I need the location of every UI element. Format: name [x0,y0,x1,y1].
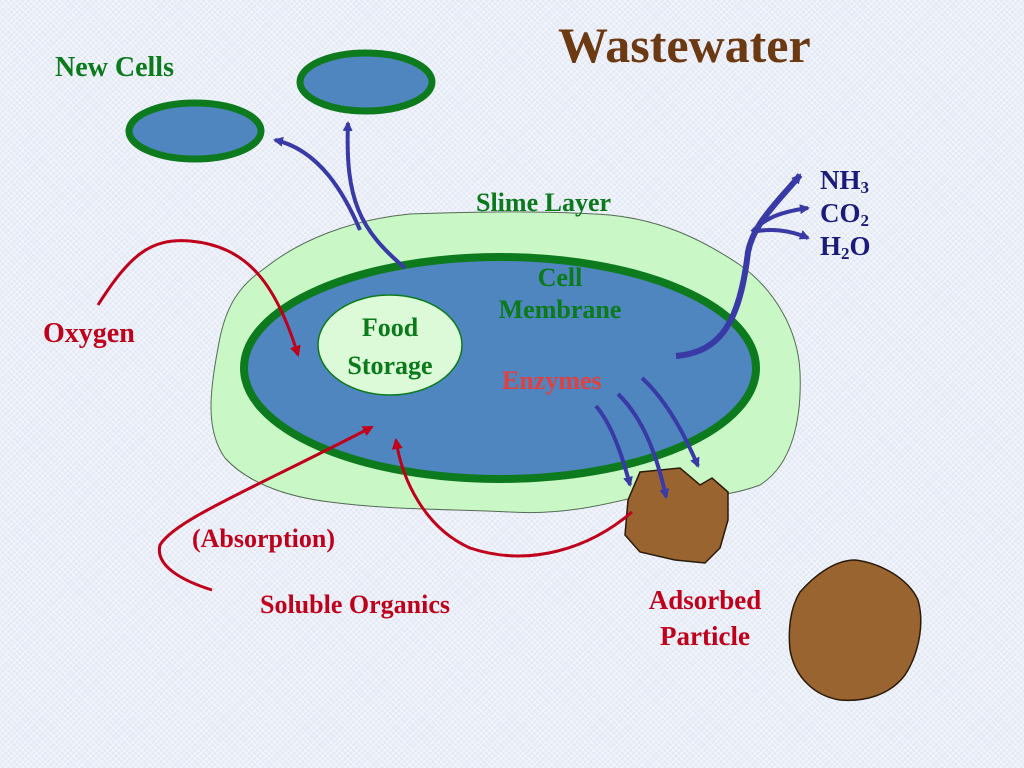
product-arrow-co2 [750,204,810,234]
particle-to-cell-arrow [391,438,633,558]
product-h2o: H2O [820,231,871,263]
products-list: NH3 CO2 H2O [820,164,871,263]
new-cells-arrow-1 [342,121,407,270]
cell-label-line: Cell [537,263,583,292]
page-title: Wastewater [558,17,811,73]
product-arrow-trunk [675,173,803,359]
free-particle-blob [788,559,922,702]
new-cell-left [125,99,265,163]
adsorbed-particle-label: Adsorbed Particle [620,582,790,654]
new-cells-label: New Cells [55,52,174,83]
cell-membrane-label: Cell Membrane [470,262,650,326]
adsorbed-particle-blob [624,467,729,564]
particle-label-line: Particle [660,621,750,651]
new-cells-arrow-2 [273,136,362,231]
food-label-line: Food [361,313,419,342]
product-co2: CO2 [820,198,869,230]
enzyme-arrow-3 [640,376,700,468]
food-storage-label: Food Storage [318,309,462,385]
slime-layer-label: Slime Layer [476,188,612,217]
oxygen-arrow [96,239,301,357]
storage-label-line: Storage [347,351,433,380]
oxygen-label: Oxygen [43,318,135,349]
soluble-organics-label: Soluble Organics [260,590,450,619]
absorption-arrow [157,425,374,592]
enzymes-label: Enzymes [502,366,602,395]
new-cell-right [296,49,436,115]
enzyme-arrow-1 [594,404,633,487]
absorption-label: (Absorption) [192,524,336,553]
enzyme-arrow-2 [616,392,670,499]
product-arrow-h2o [751,228,810,240]
product-nh3: NH3 [820,165,869,197]
food-storage-vacuole [317,294,463,396]
membrane-label-line: Membrane [498,295,622,324]
adsorbed-label-line: Adsorbed [648,585,762,615]
